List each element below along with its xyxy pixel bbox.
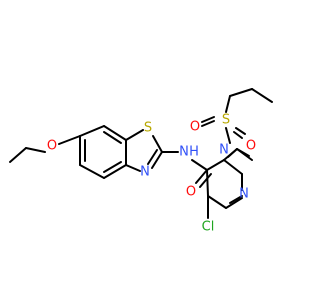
bond xyxy=(201,116,215,123)
bond xyxy=(103,125,127,141)
atom-s-sulfonyl: S xyxy=(222,113,230,128)
atom-o-sulfonyl-1: O xyxy=(190,120,200,135)
bond xyxy=(191,159,208,171)
bond xyxy=(9,147,27,163)
bond xyxy=(151,151,163,169)
bond xyxy=(236,148,253,161)
atom-o-ether: O xyxy=(47,139,57,154)
bond xyxy=(25,147,46,153)
atom-n-pyrimidine-1: N xyxy=(219,143,229,158)
bond xyxy=(58,135,81,145)
atom-o-amide: O xyxy=(186,185,196,200)
bond xyxy=(103,131,122,144)
bond xyxy=(195,169,208,184)
bond xyxy=(207,195,227,209)
atom-o-sulfonyl-2: O xyxy=(246,139,256,154)
atom-chlorine: Cl xyxy=(202,220,215,235)
atom-n-thiazole: N xyxy=(140,165,150,180)
bonds xyxy=(9,88,273,219)
bond xyxy=(79,164,105,179)
bond xyxy=(103,164,127,179)
bond xyxy=(225,127,231,144)
bond xyxy=(233,131,243,139)
bond xyxy=(229,195,243,204)
bond xyxy=(125,129,144,141)
atom-s-thiazole: S xyxy=(144,121,152,136)
bond xyxy=(206,169,209,197)
molecule-structure: O S N N H O S O O N N Cl xyxy=(9,88,273,235)
atom-n-pyrimidine-3: N xyxy=(239,187,249,202)
atom-h-amide: H xyxy=(189,145,199,160)
bond xyxy=(147,149,158,165)
bond xyxy=(152,135,163,153)
bond xyxy=(125,164,141,172)
bond xyxy=(251,88,273,103)
bond xyxy=(206,159,225,171)
bond xyxy=(223,148,238,161)
bond xyxy=(229,88,253,97)
bond xyxy=(79,125,105,137)
bond xyxy=(225,197,243,209)
atom-labels: O S N N H O S O O N N Cl xyxy=(47,113,256,235)
bond xyxy=(223,159,243,175)
bond xyxy=(199,173,212,188)
bond xyxy=(201,120,215,127)
atom-n-amide: N xyxy=(179,145,189,160)
bond xyxy=(225,95,231,113)
bond xyxy=(235,127,246,135)
bond xyxy=(103,161,122,173)
